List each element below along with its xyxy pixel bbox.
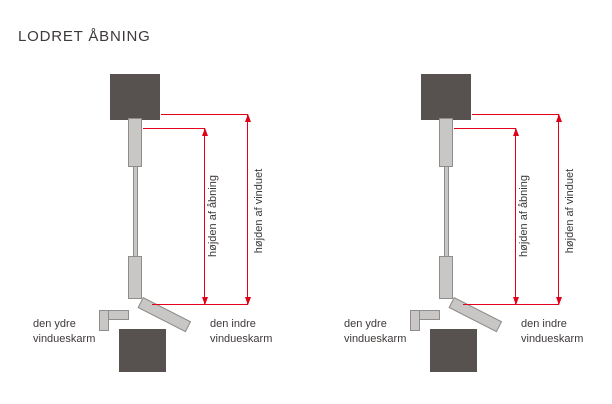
window-section-diagram-right: højden af åbning højden af vinduet den y… — [311, 0, 611, 404]
arrow-up-icon — [201, 128, 208, 136]
frame-top-profile — [439, 118, 453, 167]
opening-height-dimension-line — [201, 128, 208, 305]
frame-bottom-profile — [128, 256, 142, 299]
opening-height-dimension-line — [512, 128, 519, 305]
arrow-down-icon — [555, 297, 562, 305]
inner-sill-label: den indre vindueskarm — [521, 318, 584, 345]
outer-sill-leg — [410, 310, 420, 331]
sloped-inner-sill — [137, 297, 192, 333]
outer-sill-label: den ydre vindueskarm — [344, 318, 407, 345]
bottom-extension-line — [152, 304, 248, 305]
opening-height-label: højden af åbning — [518, 175, 530, 257]
arrow-up-icon — [512, 128, 519, 136]
window-height-dimension-line — [555, 114, 562, 305]
arrow-down-icon — [512, 297, 519, 305]
arrow-down-icon — [201, 297, 208, 305]
inner-sill-label: den indre vindueskarm — [210, 318, 273, 345]
opening-height-top-extension-line — [143, 128, 205, 129]
arrow-up-icon — [555, 114, 562, 122]
bottom-wall-block — [430, 329, 477, 372]
page-title: LODRET ÅBNING — [18, 28, 151, 45]
lintel-block — [110, 74, 160, 120]
window-height-label: højden af vinduet — [564, 168, 576, 254]
opening-height-top-extension-line — [454, 128, 516, 129]
window-height-dimension-line — [244, 114, 251, 305]
window-height-label: højden af vinduet — [253, 168, 265, 254]
window-height-top-extension-line — [472, 114, 559, 115]
outer-sill-leg — [99, 310, 109, 331]
bottom-extension-line — [463, 304, 559, 305]
frame-stem — [444, 166, 449, 257]
frame-stem — [133, 166, 138, 257]
outer-sill-label: den ydre vindueskarm — [33, 318, 96, 345]
arrow-up-icon — [244, 114, 251, 122]
opening-height-label: højden af åbning — [207, 175, 219, 257]
window-section-diagram-left: højden af åbning højden af vinduet den y… — [0, 0, 300, 404]
frame-bottom-profile — [439, 256, 453, 299]
frame-top-profile — [128, 118, 142, 167]
bottom-wall-block — [119, 329, 166, 372]
lintel-block — [421, 74, 471, 120]
window-height-top-extension-line — [161, 114, 248, 115]
sloped-inner-sill — [448, 297, 503, 333]
arrow-down-icon — [244, 297, 251, 305]
